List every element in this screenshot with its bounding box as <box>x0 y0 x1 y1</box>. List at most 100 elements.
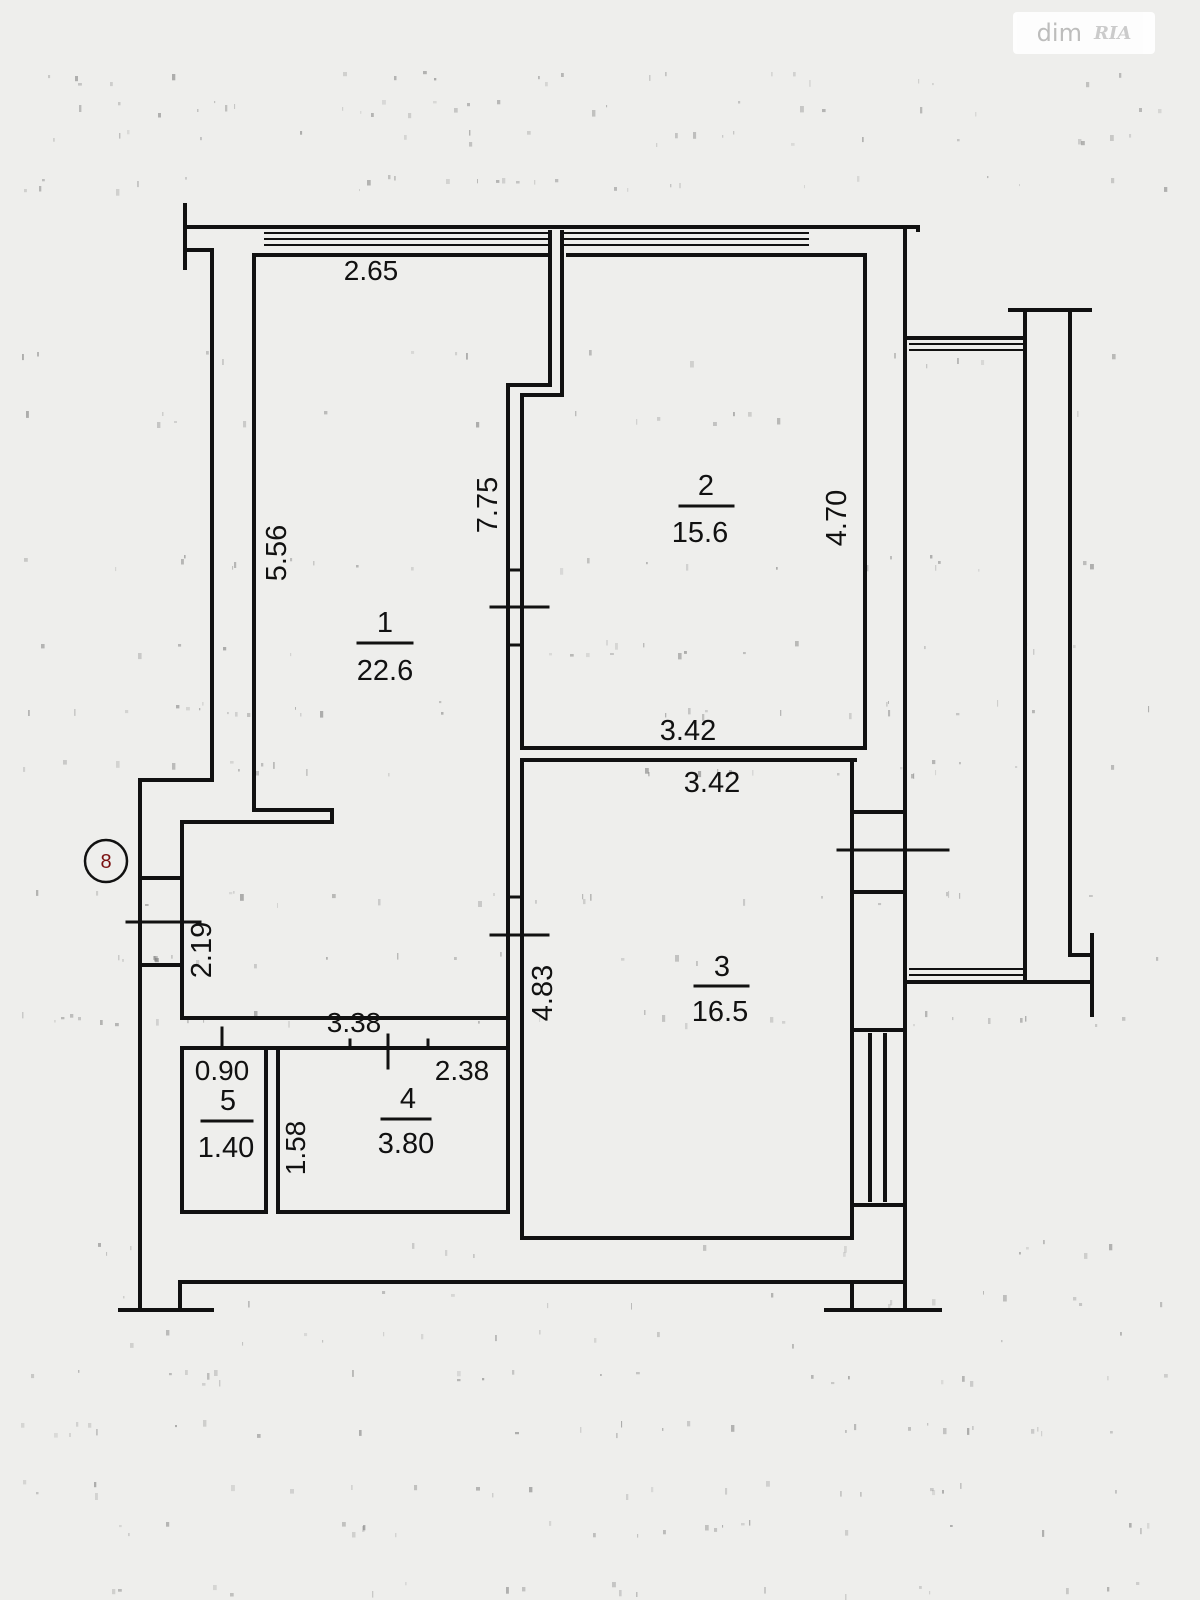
noise-speck <box>925 1011 928 1018</box>
noise-speck <box>24 189 27 193</box>
noise-speck <box>254 964 257 969</box>
noise-speck <box>497 100 501 105</box>
noise-speck <box>583 899 586 905</box>
noise-speck <box>890 556 892 560</box>
noise-speck <box>31 1374 35 1379</box>
noise-speck <box>23 767 26 772</box>
noise-speck <box>1003 1295 1007 1302</box>
noise-speck <box>39 186 42 192</box>
noise-speck <box>37 352 39 357</box>
noise-speck <box>441 712 444 715</box>
noise-speck <box>157 422 161 428</box>
noise-speck <box>351 1485 353 1490</box>
noise-speck <box>223 647 227 651</box>
noise-speck <box>496 180 500 183</box>
noise-speck <box>522 1587 526 1592</box>
room-2-number: 2 <box>698 470 714 502</box>
noise-speck <box>619 1590 622 1597</box>
room-5-number: 5 <box>220 1085 236 1117</box>
top-windows <box>264 232 809 246</box>
noise-speck <box>213 1585 217 1591</box>
noise-speck <box>476 422 480 428</box>
noise-speck <box>88 1423 92 1428</box>
bath-walls <box>138 876 510 1214</box>
noise-speck <box>927 1423 929 1426</box>
noise-speck <box>185 177 187 180</box>
noise-speck <box>957 139 960 142</box>
dim-hall-height: 2.19 <box>186 922 218 978</box>
noise-speck <box>791 143 795 146</box>
balcony-walls <box>903 308 1094 1017</box>
noise-speck <box>352 1532 356 1538</box>
noise-speck <box>158 113 161 118</box>
noise-speck <box>560 568 564 575</box>
noise-speck <box>36 890 39 896</box>
noise-speck <box>495 1335 497 1342</box>
noise-speck <box>342 107 344 111</box>
noise-speck <box>840 1491 842 1497</box>
noise-speck <box>96 891 99 896</box>
noise-speck <box>705 710 708 713</box>
noise-speck <box>1109 1244 1113 1251</box>
noise-speck <box>888 701 889 704</box>
noise-speck <box>575 411 577 417</box>
noise-speck <box>800 106 804 113</box>
noise-speck <box>172 763 176 770</box>
noise-speck <box>98 1243 101 1247</box>
noise-speck <box>930 555 933 559</box>
noise-speck <box>777 418 781 425</box>
noise-speck <box>988 1018 991 1024</box>
noise-speck <box>962 1376 965 1382</box>
noise-speck <box>1119 73 1122 78</box>
noise-speck <box>233 891 235 894</box>
noise-speck <box>112 1589 116 1595</box>
noise-speck <box>662 1015 666 1022</box>
noise-speck <box>636 1372 640 1375</box>
dim-room5-width: 0.90 <box>195 1055 250 1086</box>
noise-speck <box>1083 561 1087 566</box>
site-watermark: dim RIA <box>1013 12 1155 54</box>
noise-speck <box>764 1587 766 1594</box>
noise-speck <box>235 712 238 717</box>
noise-speck <box>646 562 648 565</box>
noise-speck <box>1001 1340 1003 1343</box>
fraction-bars <box>200 504 750 1123</box>
noise-speck <box>356 565 359 568</box>
noise-speck <box>539 1015 541 1022</box>
noise-speck <box>130 1343 134 1348</box>
watermark-brand-mark: RIA <box>1093 22 1132 44</box>
noise-speck <box>615 643 618 650</box>
noise-speck <box>1084 1253 1088 1259</box>
noise-speck <box>115 567 117 572</box>
noise-speck <box>1020 1018 1023 1023</box>
outer-walls <box>118 203 942 1312</box>
noise-speck <box>610 653 614 655</box>
room-1-walls <box>180 230 564 1020</box>
noise-speck <box>612 1582 616 1588</box>
noise-speck <box>752 770 754 776</box>
noise-speck <box>665 72 667 77</box>
noise-speck <box>227 712 229 715</box>
noise-speck <box>234 562 237 568</box>
noise-speck <box>918 79 920 84</box>
noise-speck <box>938 561 941 564</box>
noise-speck <box>539 1330 541 1335</box>
noise-speck <box>445 1250 448 1256</box>
noise-speck <box>719 1019 721 1022</box>
noise-speck <box>482 1378 485 1381</box>
noise-speck <box>352 1370 354 1377</box>
noise-speck <box>478 1021 480 1024</box>
noise-speck <box>388 175 391 180</box>
noise-speck <box>106 1252 108 1256</box>
noise-speck <box>200 137 202 141</box>
dim-room4-width: 2.38 <box>435 1055 490 1086</box>
noise-speck <box>1019 1252 1021 1255</box>
noise-speck <box>950 1525 953 1527</box>
noise-speck <box>125 710 129 714</box>
noise-speck <box>342 1522 346 1527</box>
noise-speck <box>78 1370 80 1373</box>
noise-speck <box>631 1303 632 1310</box>
noise-speck <box>948 891 950 898</box>
noise-speck <box>600 1374 602 1376</box>
noise-speck <box>688 708 691 715</box>
